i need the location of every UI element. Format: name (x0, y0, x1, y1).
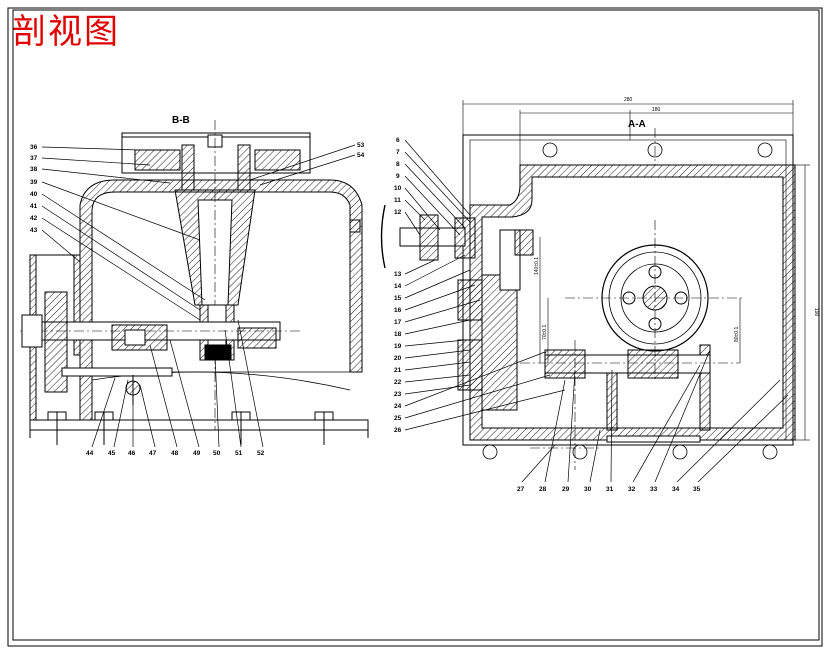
callout-52: 52 (257, 450, 265, 457)
left-section-label: B-B (172, 115, 190, 126)
callout-9: 9 (396, 173, 400, 180)
callout-22: 22 (394, 379, 402, 386)
dim-top-inner: 180 (652, 107, 661, 113)
left-callout-labels-bottom: 44 45 46 47 48 49 50 51 52 (86, 450, 265, 457)
callout-20: 20 (394, 355, 402, 362)
callout-42: 42 (30, 215, 38, 222)
right-callout-labels-left: 6 7 8 9 10 11 12 13 14 15 16 17 18 19 20… (394, 137, 402, 434)
right-callouts-left (404, 139, 566, 431)
callout-33: 33 (650, 486, 658, 493)
callout-6: 6 (396, 137, 400, 144)
right-section-view (380, 100, 810, 470)
callout-51: 51 (235, 450, 243, 457)
callout-34: 34 (672, 486, 680, 493)
dim-vert-1: 140±0.1 (534, 257, 540, 275)
callout-21: 21 (394, 367, 402, 374)
callout-47: 47 (149, 450, 157, 457)
callout-35: 35 (693, 486, 701, 493)
left-callout-labels-left: 36 37 38 39 40 41 42 43 (30, 144, 38, 234)
left-callouts-bottom (91, 319, 264, 448)
left-section-view (20, 120, 369, 445)
callout-27: 27 (517, 486, 525, 493)
callout-18: 18 (394, 331, 402, 338)
callout-49: 49 (193, 450, 201, 457)
callout-23: 23 (394, 391, 402, 398)
callout-46: 46 (128, 450, 136, 457)
callout-14: 14 (394, 283, 402, 290)
callout-31: 31 (606, 486, 614, 493)
callout-17: 17 (394, 319, 402, 326)
callout-16: 16 (394, 307, 402, 314)
callout-7: 7 (396, 149, 400, 156)
dim-vert-2: 70±0.1 (542, 325, 548, 340)
callout-45: 45 (108, 450, 116, 457)
callout-39: 39 (30, 179, 38, 186)
callout-28: 28 (539, 486, 547, 493)
callout-40: 40 (30, 191, 38, 198)
callout-48: 48 (171, 450, 179, 457)
right-section-label: A-A (628, 119, 646, 130)
callout-30: 30 (584, 486, 592, 493)
right-callout-labels-bottom: 27 28 29 30 31 32 33 34 35 (517, 486, 701, 493)
callout-53: 53 (357, 142, 365, 149)
callout-26: 26 (394, 427, 402, 434)
dim-right-height: 190 (813, 308, 819, 317)
callout-36: 36 (30, 144, 38, 151)
callout-25: 25 (394, 415, 402, 422)
callout-13: 13 (394, 271, 402, 278)
outer-frame (7, 7, 823, 647)
inner-frame (12, 9, 820, 641)
callout-8: 8 (396, 161, 400, 168)
callout-29: 29 (562, 486, 570, 493)
callout-19: 19 (394, 343, 402, 350)
callout-43: 43 (30, 227, 38, 234)
callout-44: 44 (86, 450, 94, 457)
callout-10: 10 (394, 185, 402, 192)
callout-12: 12 (394, 209, 402, 216)
left-callouts-left (41, 146, 206, 321)
callout-11: 11 (394, 197, 401, 204)
callout-37: 37 (30, 155, 38, 162)
left-callouts-right (249, 144, 356, 186)
page-title: 剖视图 (12, 12, 120, 52)
callout-41: 41 (30, 203, 38, 210)
callout-38: 38 (30, 166, 38, 173)
callout-24: 24 (394, 403, 402, 410)
callout-32: 32 (628, 486, 636, 493)
callout-15: 15 (394, 295, 402, 302)
callout-54: 54 (357, 152, 365, 159)
callout-50: 50 (213, 450, 221, 457)
right-callouts-bottom (521, 349, 789, 483)
dim-vert-3: 80±0.1 (734, 327, 740, 342)
dim-top-overall: 280 (624, 97, 633, 103)
